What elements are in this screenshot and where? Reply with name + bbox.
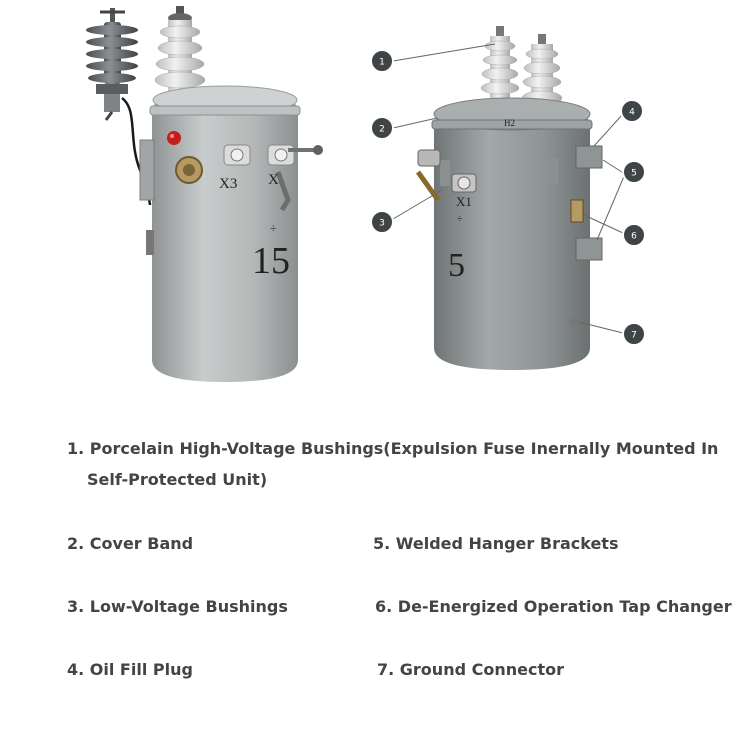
hv-bushing [154,6,206,102]
right-h2-label: H2 [504,118,515,128]
svg-text:3: 3 [379,219,385,229]
svg-text:2: 2 [379,125,385,135]
left-x3-label: X3 [219,176,237,192]
callout-7: 7 [622,322,646,346]
callout-3: 3 [370,210,394,234]
left-x1-label: X [268,172,279,188]
svg-text:7: 7 [631,331,637,341]
svg-text:÷: ÷ [457,214,463,225]
right-rating-label: 5 [448,247,465,284]
svg-text:÷: ÷ [270,221,277,235]
svg-text:5: 5 [631,169,637,179]
legend-item-lv-bushings: 3. Low-Voltage Bushings [67,597,288,616]
svg-text:6: 6 [631,232,637,242]
legend-item-ground-connector: 7. Ground Connector [377,660,564,679]
right-transformer: H2 X1 ÷ 5 [415,26,603,370]
callout-4: 4 [620,99,644,123]
left-transformer: X3 X ÷ 15 [86,6,323,382]
callout-5: 5 [622,160,646,184]
svg-text:4: 4 [629,108,635,118]
legend-item-tap-changer: 6. De-Energized Operation Tap Changer [375,597,732,616]
callout-lines [392,43,626,334]
surge-arrester [86,8,152,206]
svg-text:1: 1 [379,58,385,68]
legend-item-oil-fill-plug: 4. Oil Fill Plug [67,660,193,679]
legend-item-1-line2: Self-Protected Unit) [87,470,268,489]
transformer-photo: X3 X ÷ 15 H [86,6,646,382]
legend-item-cover-band: 2. Cover Band [67,534,194,553]
callout-2: 2 [370,116,394,140]
legend-item-1-line1: 1. Porcelain High-Voltage Bushings(Expul… [67,439,719,458]
callout-6: 6 [622,223,646,247]
right-x1-label: X1 [456,194,472,209]
callout-1: 1 [370,49,394,73]
callout-markers: 1 2 3 4 5 6 7 [370,49,646,346]
left-rating-label: 15 [252,240,290,282]
legend-item-hv-bushings: 1. Porcelain High-Voltage Bushings(Expul… [67,433,737,495]
legend-item-hanger-brackets: 5. Welded Hanger Brackets [373,534,619,553]
